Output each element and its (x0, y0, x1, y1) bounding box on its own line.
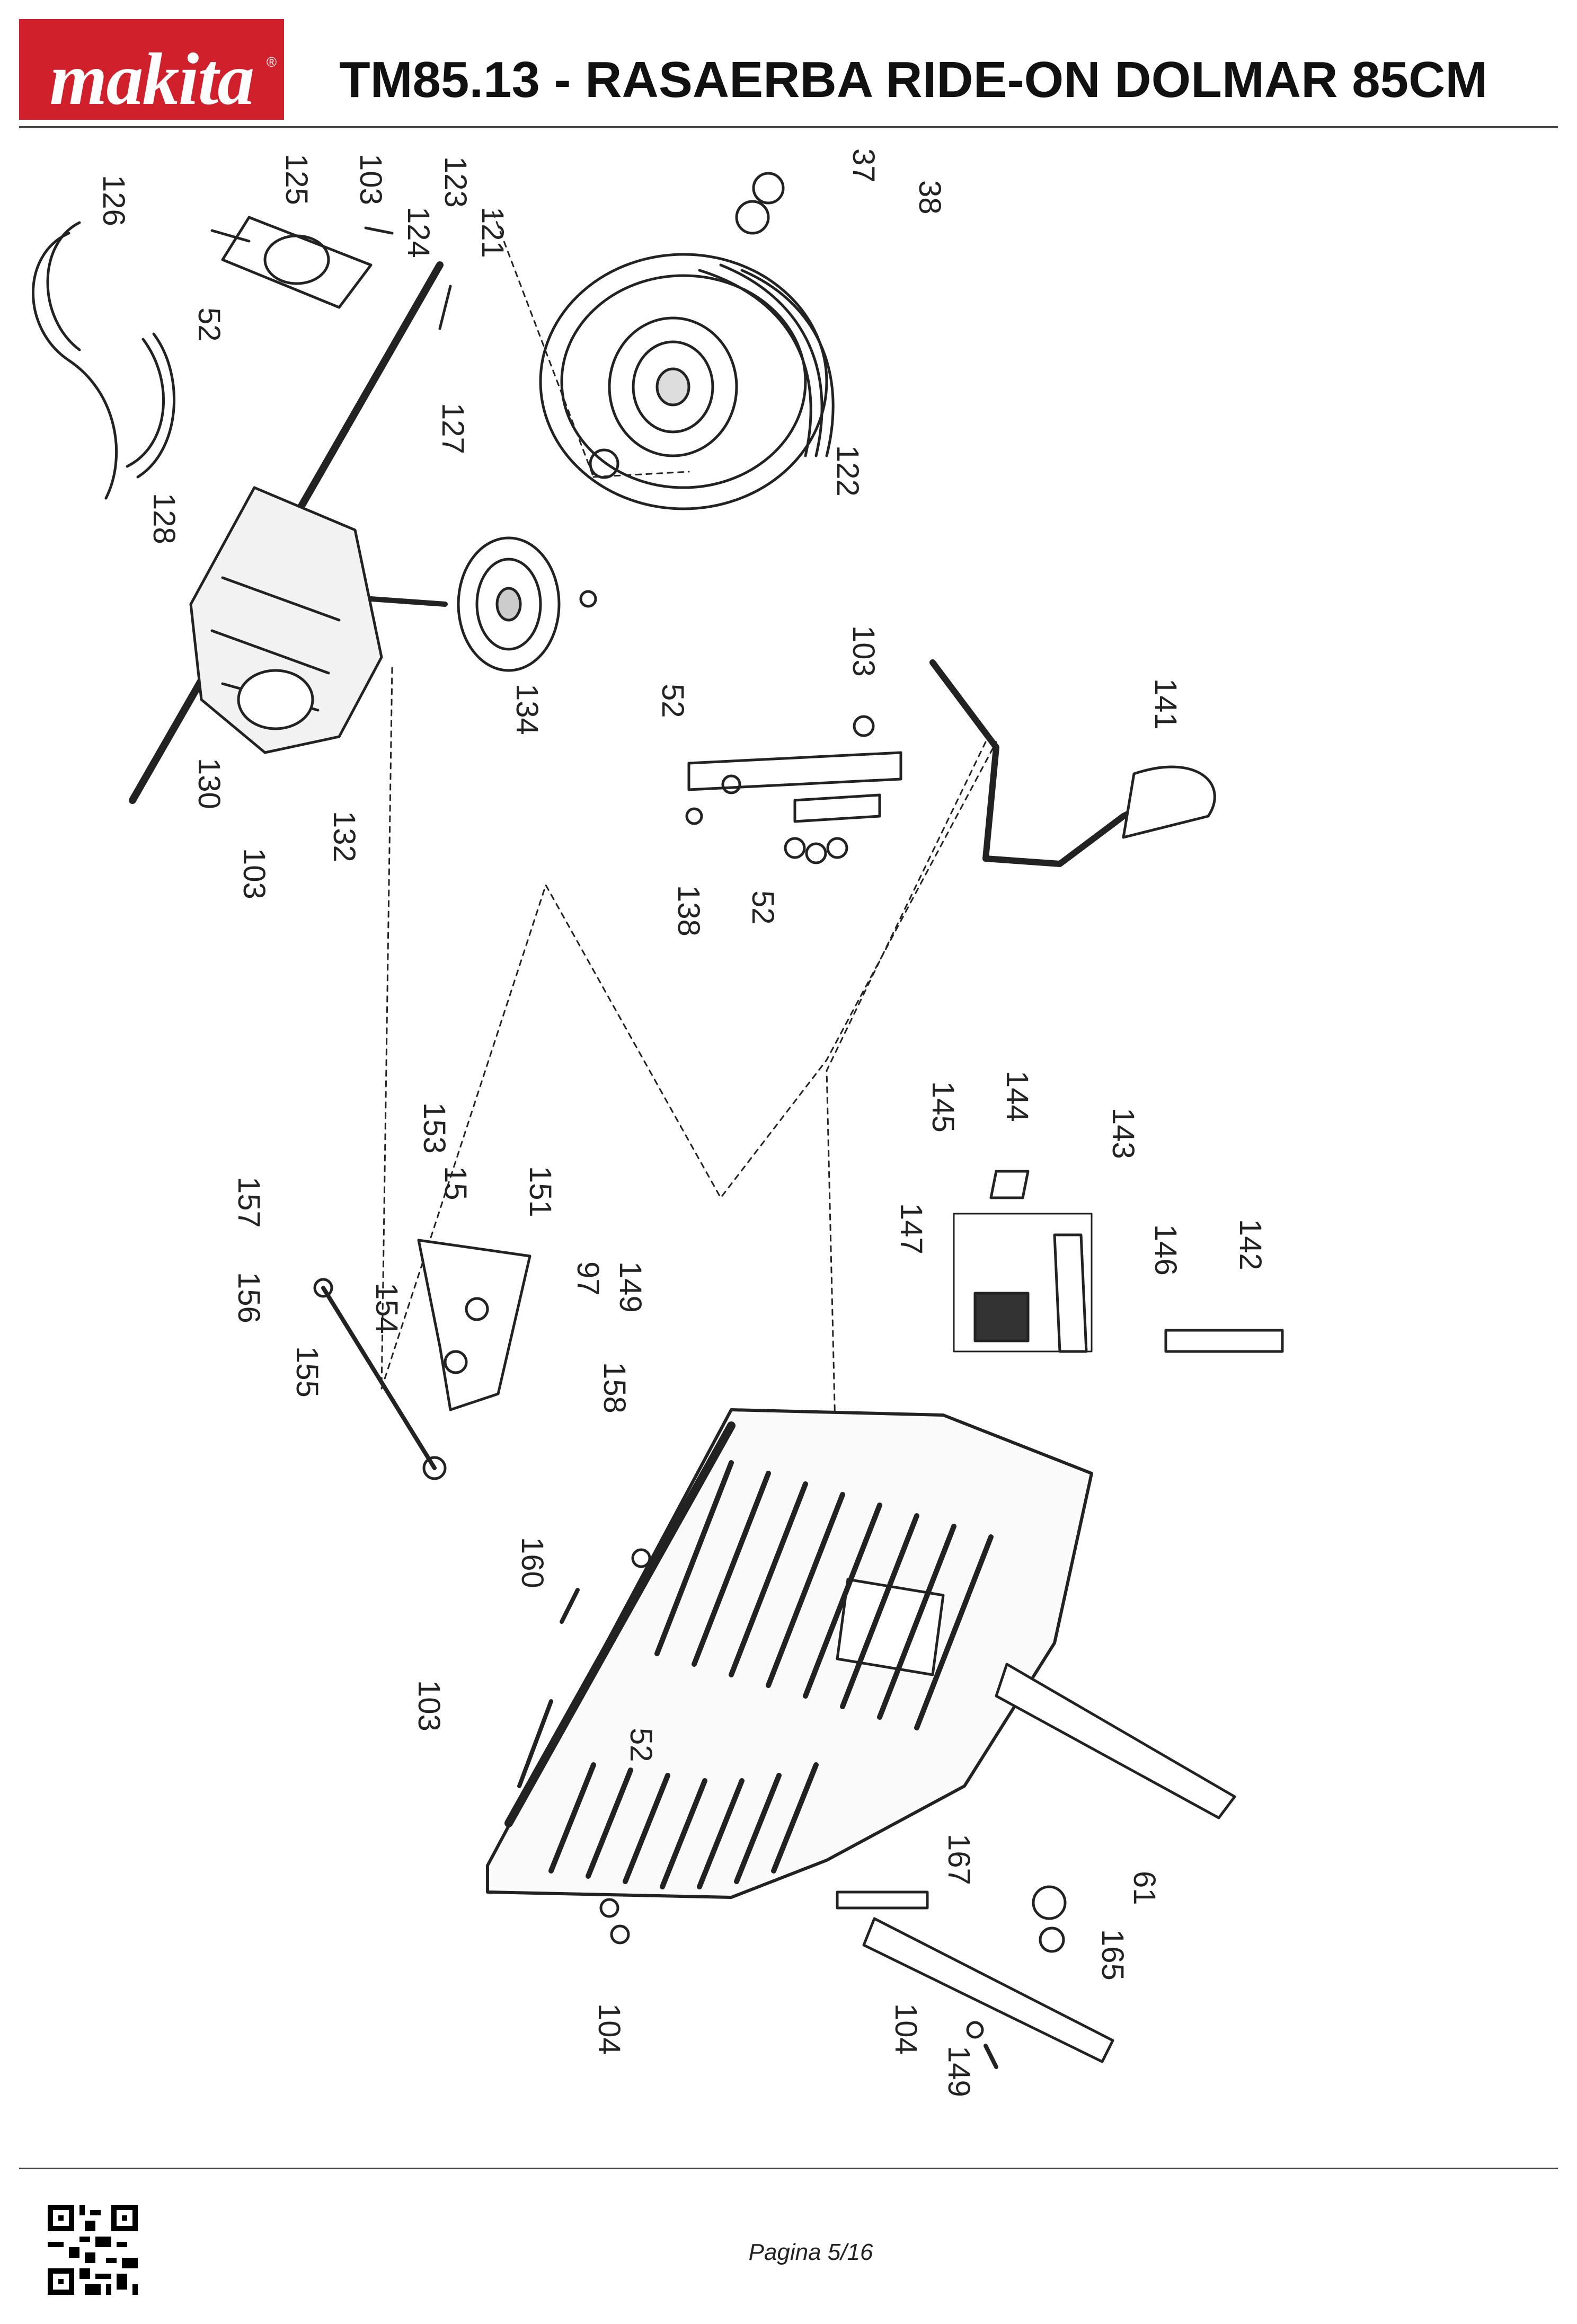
part-label: 125 (279, 154, 314, 205)
part-label: 15 (438, 1166, 473, 1200)
part-label: 122 (830, 445, 865, 497)
part-label: 146 (1148, 1224, 1183, 1276)
part-label: 126 (96, 175, 131, 226)
part-label: 151 (523, 1166, 557, 1217)
part-label: 149 (942, 2046, 976, 2097)
part-label: 153 (417, 1102, 451, 1154)
part-label: 103 (846, 625, 881, 677)
part-label: 103 (353, 154, 388, 205)
makita-logo: makita ® (19, 19, 284, 120)
deck-frame-drawing (486, 1408, 1093, 1899)
part-label: 149 (613, 1261, 648, 1313)
part-label: 127 (436, 403, 470, 454)
transmission-drawing (189, 486, 383, 754)
pedal-box-drawing (953, 1213, 1093, 1353)
page-title: TM85.13 - RASAERBA RIDE-ON DOLMAR 85CM (339, 51, 1488, 108)
part-label: 154 (369, 1283, 404, 1334)
part-label: 160 (515, 1537, 550, 1588)
part-label: 167 (942, 1834, 976, 1885)
page-header: makita ® TM85.13 - RASAERBA RIDE-ON DOLM… (0, 0, 1577, 127)
part-label: 147 (894, 1203, 928, 1254)
logo-wordmark: makita (49, 38, 255, 120)
part-label: 123 (438, 156, 473, 208)
part-number-labels: 126 125 103 123 124 121 37 38 52 127 122… (96, 148, 1268, 2097)
rear-support-drawing (995, 1663, 1236, 1819)
registered-mark-icon: ® (266, 54, 277, 70)
part-label: 138 (671, 885, 706, 936)
part-label: 143 (1106, 1108, 1140, 1159)
qr-code-icon (48, 2205, 138, 2295)
exploded-parts-diagram: 126 125 103 123 124 121 37 38 52 127 122… (0, 127, 1577, 2168)
pedal-bracket-drawing (687, 751, 902, 791)
part-label: 103 (412, 1680, 446, 1731)
part-label: 155 (290, 1346, 324, 1398)
part-label: 52 (192, 307, 226, 342)
part-label: 104 (889, 2003, 923, 2055)
part-label: 52 (624, 1728, 658, 1762)
tie-rod-drawing (321, 1286, 437, 1470)
cross-tube-drawing (504, 1421, 736, 1827)
footer-divider (19, 2168, 1558, 2169)
belt-drawing (32, 232, 118, 500)
part-label: 157 (232, 1177, 266, 1228)
part-label: 158 (597, 1362, 632, 1413)
parts-drawing: 126 125 103 123 124 121 37 38 52 127 122… (32, 148, 1284, 2097)
pedal-bar-drawing (1164, 1329, 1284, 1353)
part-label: 104 (592, 2003, 626, 2055)
part-label: 121 (475, 207, 510, 258)
part-label: 103 (237, 848, 271, 899)
part-label: 130 (192, 758, 226, 809)
part-label: 37 (846, 148, 881, 183)
page-number: Pagina 5/16 (748, 2239, 873, 2265)
part-label: 144 (1000, 1071, 1034, 1122)
part-label: 128 (147, 493, 181, 544)
part-label: 124 (401, 207, 436, 258)
lever-bracket-drawing (417, 1239, 531, 1411)
part-label: 142 (1233, 1219, 1268, 1270)
bracket-drawing (221, 216, 373, 309)
part-label: 38 (912, 180, 947, 215)
part-label: 52 (655, 684, 690, 718)
header-divider (19, 126, 1558, 128)
part-label: 156 (232, 1272, 266, 1323)
part-label: 145 (926, 1081, 960, 1133)
part-label: 52 (746, 890, 780, 925)
part-label: 134 (510, 684, 544, 735)
part-label: 61 (1127, 1871, 1162, 1905)
part-label: 165 (1095, 1929, 1130, 1981)
part-label: 97 (571, 1261, 605, 1296)
part-label: 141 (1148, 678, 1183, 730)
small-part-drawing (1032, 1885, 1067, 1920)
part-label: 132 (327, 811, 361, 862)
